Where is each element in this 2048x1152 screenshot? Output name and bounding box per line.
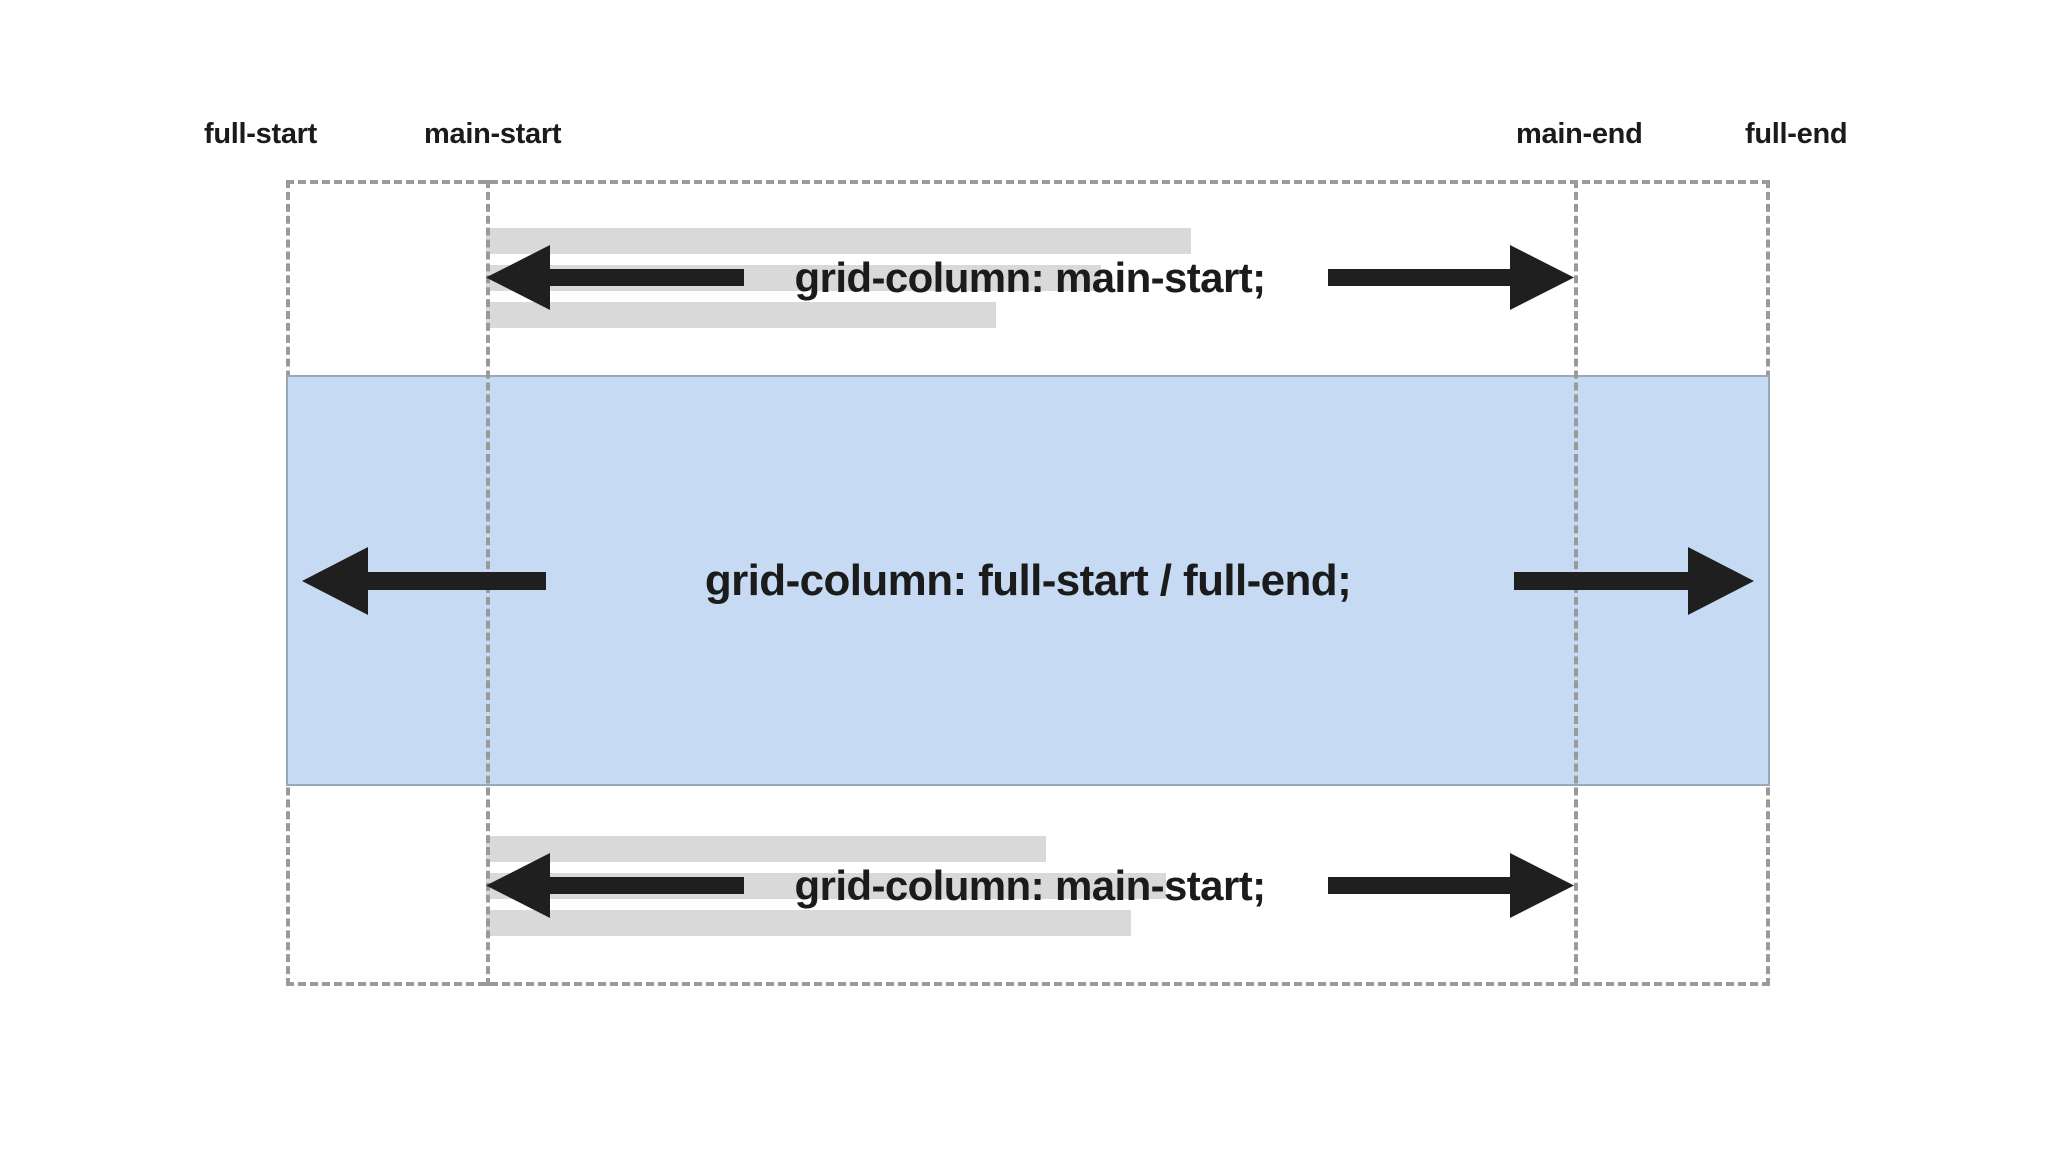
column-label-main-start: main-start	[424, 118, 562, 150]
grid-row-top: grid-column: main-start;	[286, 180, 1770, 375]
placeholder-bars-top	[486, 227, 1191, 328]
column-label-main-end: main-end	[1516, 118, 1643, 150]
placeholder-bar	[486, 301, 996, 328]
grid-frame: grid-column: main-start;	[286, 180, 1770, 986]
placeholder-bar	[486, 227, 1191, 254]
column-label-full-end: full-end	[1745, 118, 1848, 150]
grid-row-middle: grid-column: full-start / full-end;	[286, 375, 1770, 786]
grid-line-main-start	[486, 180, 490, 986]
row-caption-bottom: grid-column: main-start;	[794, 862, 1267, 909]
grid-line-main-end	[1574, 180, 1578, 986]
row-caption-middle: grid-column: full-start / full-end;	[704, 555, 1352, 605]
grid-edge-top	[286, 180, 1770, 184]
placeholder-bar	[486, 910, 1131, 936]
grid-edge-bottom	[286, 982, 1770, 986]
placeholder-bar	[486, 836, 1046, 862]
grid-row-bottom: grid-column: main-start;	[286, 786, 1770, 986]
column-label-full-start: full-start	[204, 118, 318, 150]
row-caption-top: grid-column: main-start;	[794, 253, 1267, 301]
